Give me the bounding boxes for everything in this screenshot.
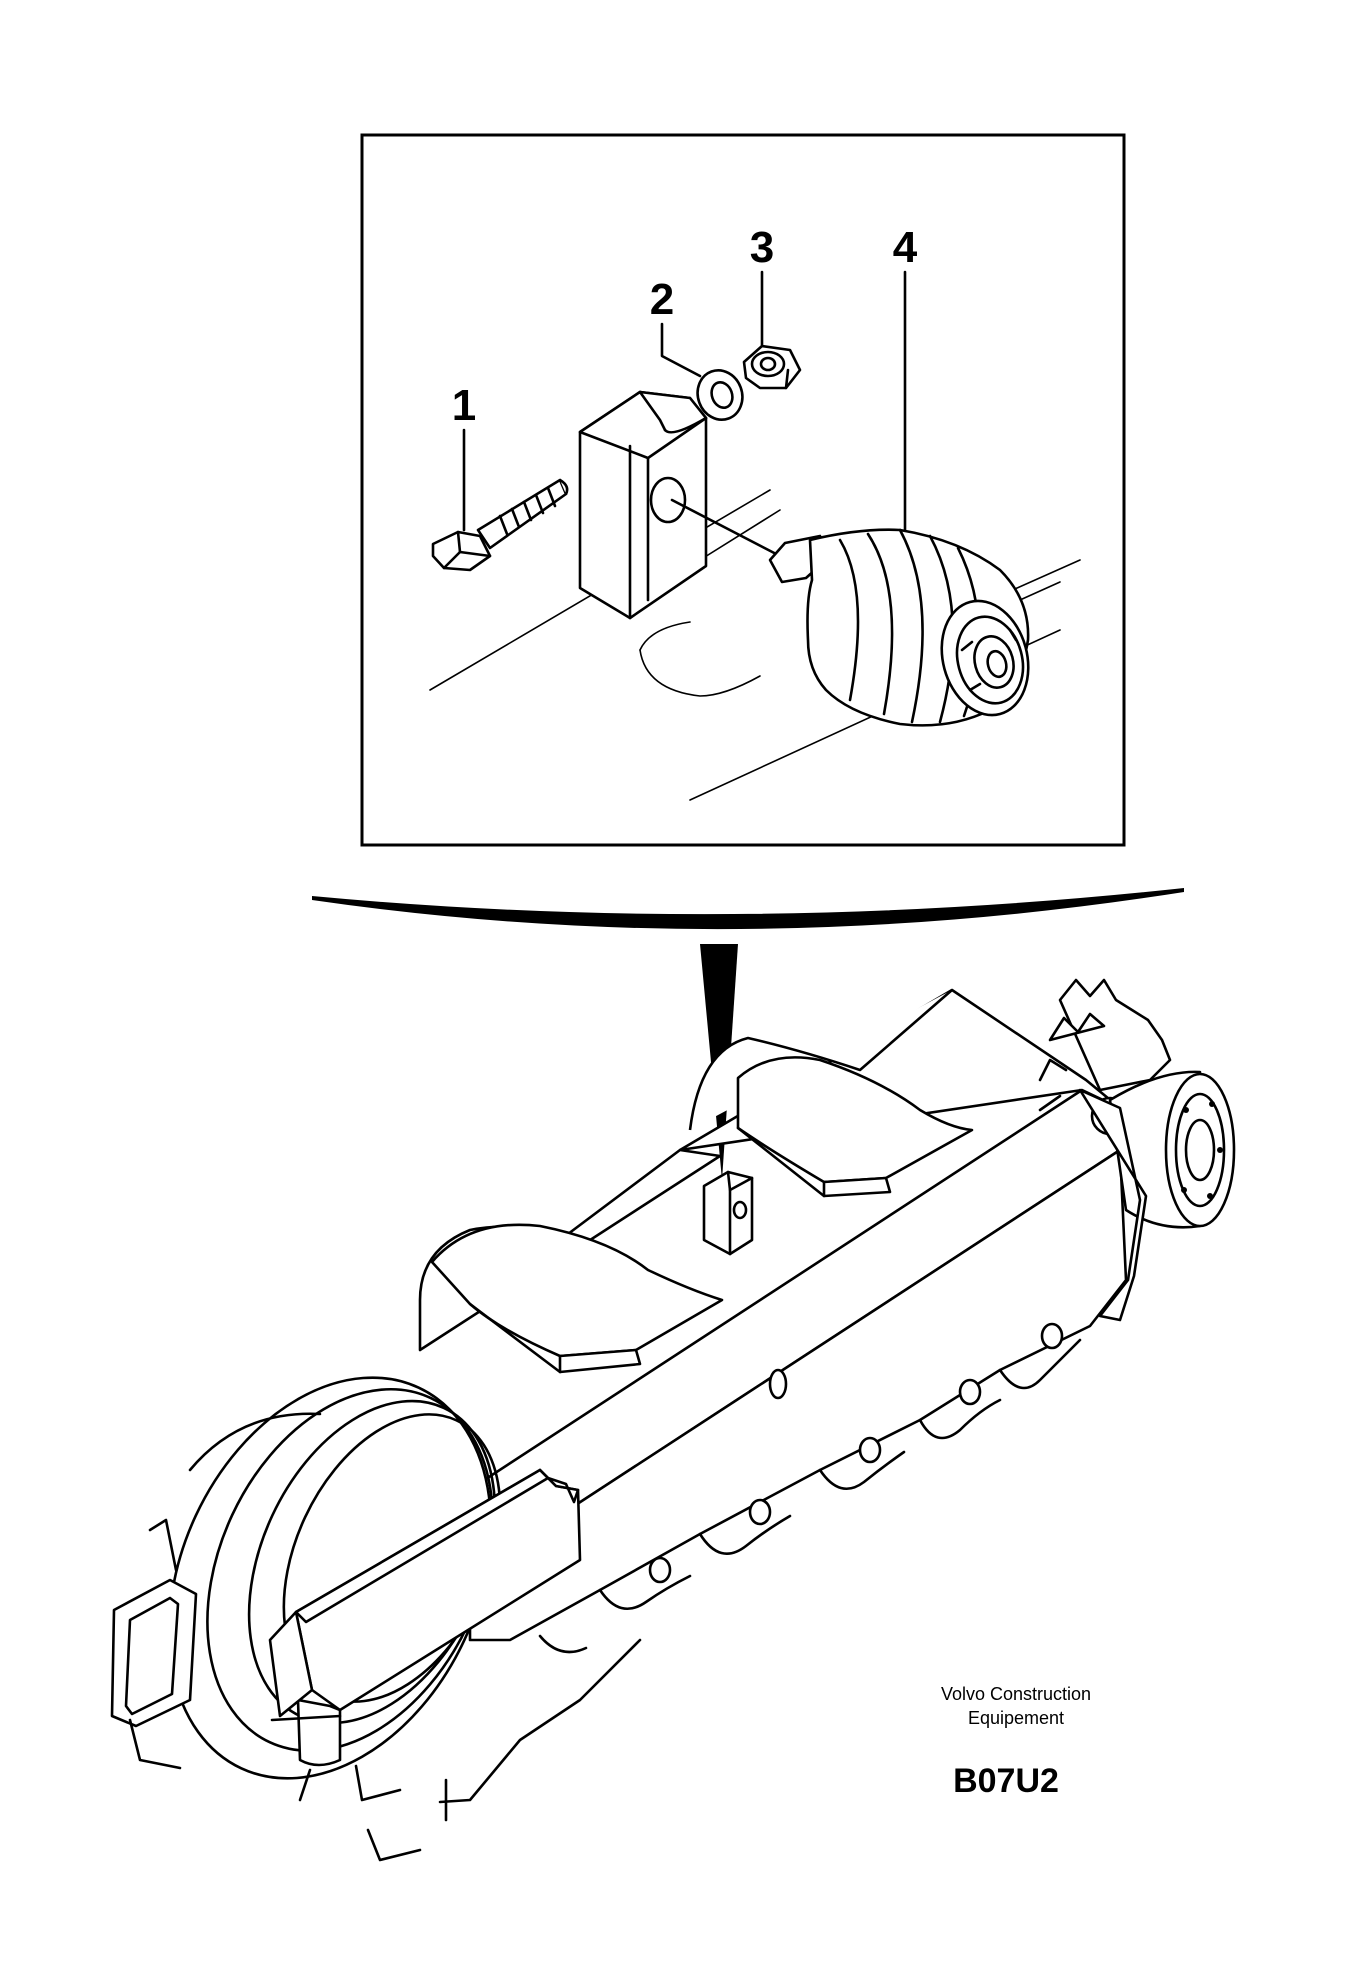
- mounting-bracket: [578, 390, 708, 620]
- callout-4: 4: [893, 223, 918, 272]
- front-guard: [110, 1518, 198, 1770]
- carrier-roller: [768, 528, 1030, 727]
- callout-1: 1: [452, 381, 476, 430]
- beam-hole: [768, 1368, 788, 1400]
- assembly-axis-line: [670, 498, 782, 558]
- manufacturer-line-2: Equipement: [968, 1708, 1064, 1728]
- track-frame-assembly: [110, 978, 1236, 1862]
- leader-lines: [462, 270, 907, 532]
- washer: [696, 369, 744, 421]
- beam-bracket: [702, 1170, 754, 1256]
- manufacturer-line-1: Volvo Construction: [941, 1684, 1091, 1704]
- callout-2: 2: [650, 275, 674, 324]
- drawing-code: B07U2: [953, 1762, 1059, 1800]
- slide-plate-front: [430, 1223, 724, 1374]
- front-idler: [167, 1376, 502, 1780]
- detail-frame: [360, 133, 1126, 847]
- slide-plate-rear: [736, 1056, 974, 1198]
- callout-3: 3: [750, 223, 774, 272]
- track-rollers: [538, 1322, 1082, 1654]
- front-crossbeam: [268, 1468, 582, 1862]
- detail-inset: 1 2 3 4: [360, 133, 1126, 847]
- nut: [742, 344, 802, 390]
- bolt: [431, 478, 569, 572]
- drawing-footer: Volvo Construction Equipement B07U2: [941, 1684, 1091, 1800]
